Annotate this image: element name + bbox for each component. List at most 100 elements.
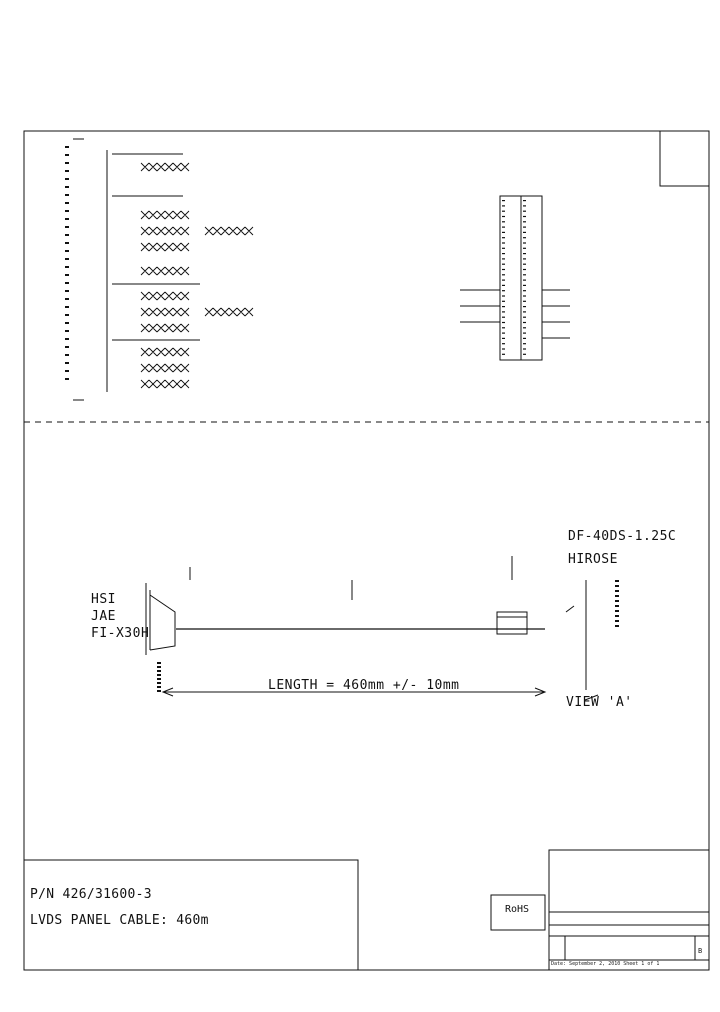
pin-table-tick-b-20 (523, 306, 526, 308)
pin-marker-left-0 (65, 146, 69, 148)
pin-table-tick-b-18 (523, 295, 526, 297)
pin-table-tick-b-10 (523, 253, 526, 255)
lower-pin-right-6 (615, 610, 619, 612)
ferrite-core (496, 611, 528, 635)
lower-pin-left-1 (157, 666, 161, 668)
pin-table-tick-a-22 (502, 316, 505, 318)
pin-marker-left-22 (65, 322, 69, 324)
pin-table-tick-a-26 (502, 337, 505, 339)
twisted-pair-6 (140, 307, 190, 317)
rohs-mark: RoHS (505, 904, 530, 915)
pin-table-tick-b-19 (523, 300, 526, 302)
rohs-box (490, 894, 546, 931)
pin-marker-left-16 (65, 274, 69, 276)
pin-table-tick-b-4 (523, 221, 526, 223)
pin-marker-left-27 (65, 362, 69, 364)
pin-table-tick-b-5 (523, 226, 526, 228)
pin-table-tick-b-0 (523, 200, 526, 202)
lower-pin-right-9 (615, 625, 619, 627)
pin-table-tick-a-2 (502, 210, 505, 212)
pin-table-tick-a-3 (502, 215, 505, 218)
drawing-border (23, 130, 710, 971)
left-connector-line-3: FI-X30H (91, 626, 150, 641)
pin-table-tick-a-8 (502, 242, 505, 244)
pin-marker-left-10 (65, 226, 69, 228)
pin-table-tick-b-7 (523, 237, 526, 239)
pin-marker-left-13 (65, 250, 69, 252)
pin-table-tick-b-29 (523, 353, 526, 355)
lower-pin-right-1 (615, 585, 619, 587)
left-connector-shape (149, 590, 176, 651)
pin-table-tick-b-26 (523, 337, 526, 339)
pin-table-tick-a-12 (502, 263, 505, 265)
pin-table-tick-a-27 (502, 343, 505, 345)
pin-marker-left-14 (65, 258, 69, 260)
lower-pin-left-5 (157, 682, 161, 684)
lower-pin-left-4 (157, 678, 161, 680)
pin-marker-left-21 (65, 314, 69, 316)
pin-table-tick-a-0 (502, 200, 505, 202)
pin-table-tick-b-27 (523, 343, 526, 345)
pin-table-tick-a-18 (502, 295, 505, 297)
twisted-pair-1 (140, 210, 190, 220)
pin-table-tick-a-21 (502, 311, 505, 313)
part-number-box (23, 859, 359, 971)
pin-marker-left-28 (65, 370, 69, 372)
left-connector-line-2: JAE (91, 609, 116, 624)
twisted-pair-5 (140, 291, 190, 301)
pin-table-tick-b-15 (523, 279, 526, 281)
pin-table-tick-b-6 (523, 231, 526, 233)
twisted-pair-8 (140, 347, 190, 357)
legend-box (659, 130, 710, 187)
pin-marker-left-3 (65, 170, 69, 172)
pin-marker-left-9 (65, 218, 69, 220)
pin-table-tick-b-21 (523, 311, 526, 313)
pin-table-tick-a-19 (502, 300, 505, 302)
twisted-pair-2 (140, 226, 190, 236)
pin-marker-left-29 (65, 378, 69, 380)
twisted-pair-9 (140, 363, 190, 373)
pin-table-tick-b-3 (523, 215, 526, 218)
pin-table-tick-b-23 (523, 321, 526, 324)
lower-pin-left-7 (157, 690, 161, 692)
pin-table-tick-a-29 (502, 353, 505, 355)
pin-table-tick-b-8 (523, 242, 526, 244)
twisted-pair-4 (140, 266, 190, 276)
pin-marker-left-1 (65, 154, 69, 156)
pin-marker-left-4 (65, 178, 69, 180)
pin-marker-left-26 (65, 354, 69, 356)
pin-table-tick-a-23 (502, 321, 505, 324)
pin-marker-left-24 (65, 338, 69, 340)
pin-table-tick-b-24 (523, 327, 526, 329)
pin-table-tick-a-6 (502, 231, 505, 233)
pin-marker-left-23 (65, 330, 69, 332)
pin-marker-left-11 (65, 234, 69, 236)
pin-marker-left-19 (65, 298, 69, 300)
pin-table-tick-b-25 (523, 332, 526, 334)
pin-table-tick-b-2 (523, 210, 526, 212)
lower-pin-left-2 (157, 670, 161, 672)
pin-table-tick-a-25 (502, 332, 505, 334)
pin-table-tick-b-28 (523, 348, 526, 350)
pin-table-tick-a-11 (502, 258, 505, 260)
pin-table-tick-a-15 (502, 279, 505, 281)
twisted-pair-3 (140, 242, 190, 252)
lower-pin-left-3 (157, 674, 161, 676)
twisted-pair-11 (204, 226, 254, 236)
pin-table-tick-b-13 (523, 268, 526, 271)
pin-table-tick-a-1 (502, 205, 505, 207)
lower-pin-right-3 (615, 595, 619, 597)
pin-table-tick-a-14 (502, 274, 505, 276)
lower-pin-right-4 (615, 600, 619, 602)
lower-pin-right-7 (615, 615, 619, 617)
pin-table-tick-b-22 (523, 316, 526, 318)
pin-marker-left-25 (65, 346, 69, 348)
pin-table-tick-a-17 (502, 290, 505, 292)
pin-table-tick-a-9 (502, 247, 505, 249)
pin-table-tick-a-28 (502, 348, 505, 350)
title-block (548, 849, 710, 971)
pin-marker-left-8 (65, 210, 69, 212)
pin-table-tick-b-14 (523, 274, 526, 276)
